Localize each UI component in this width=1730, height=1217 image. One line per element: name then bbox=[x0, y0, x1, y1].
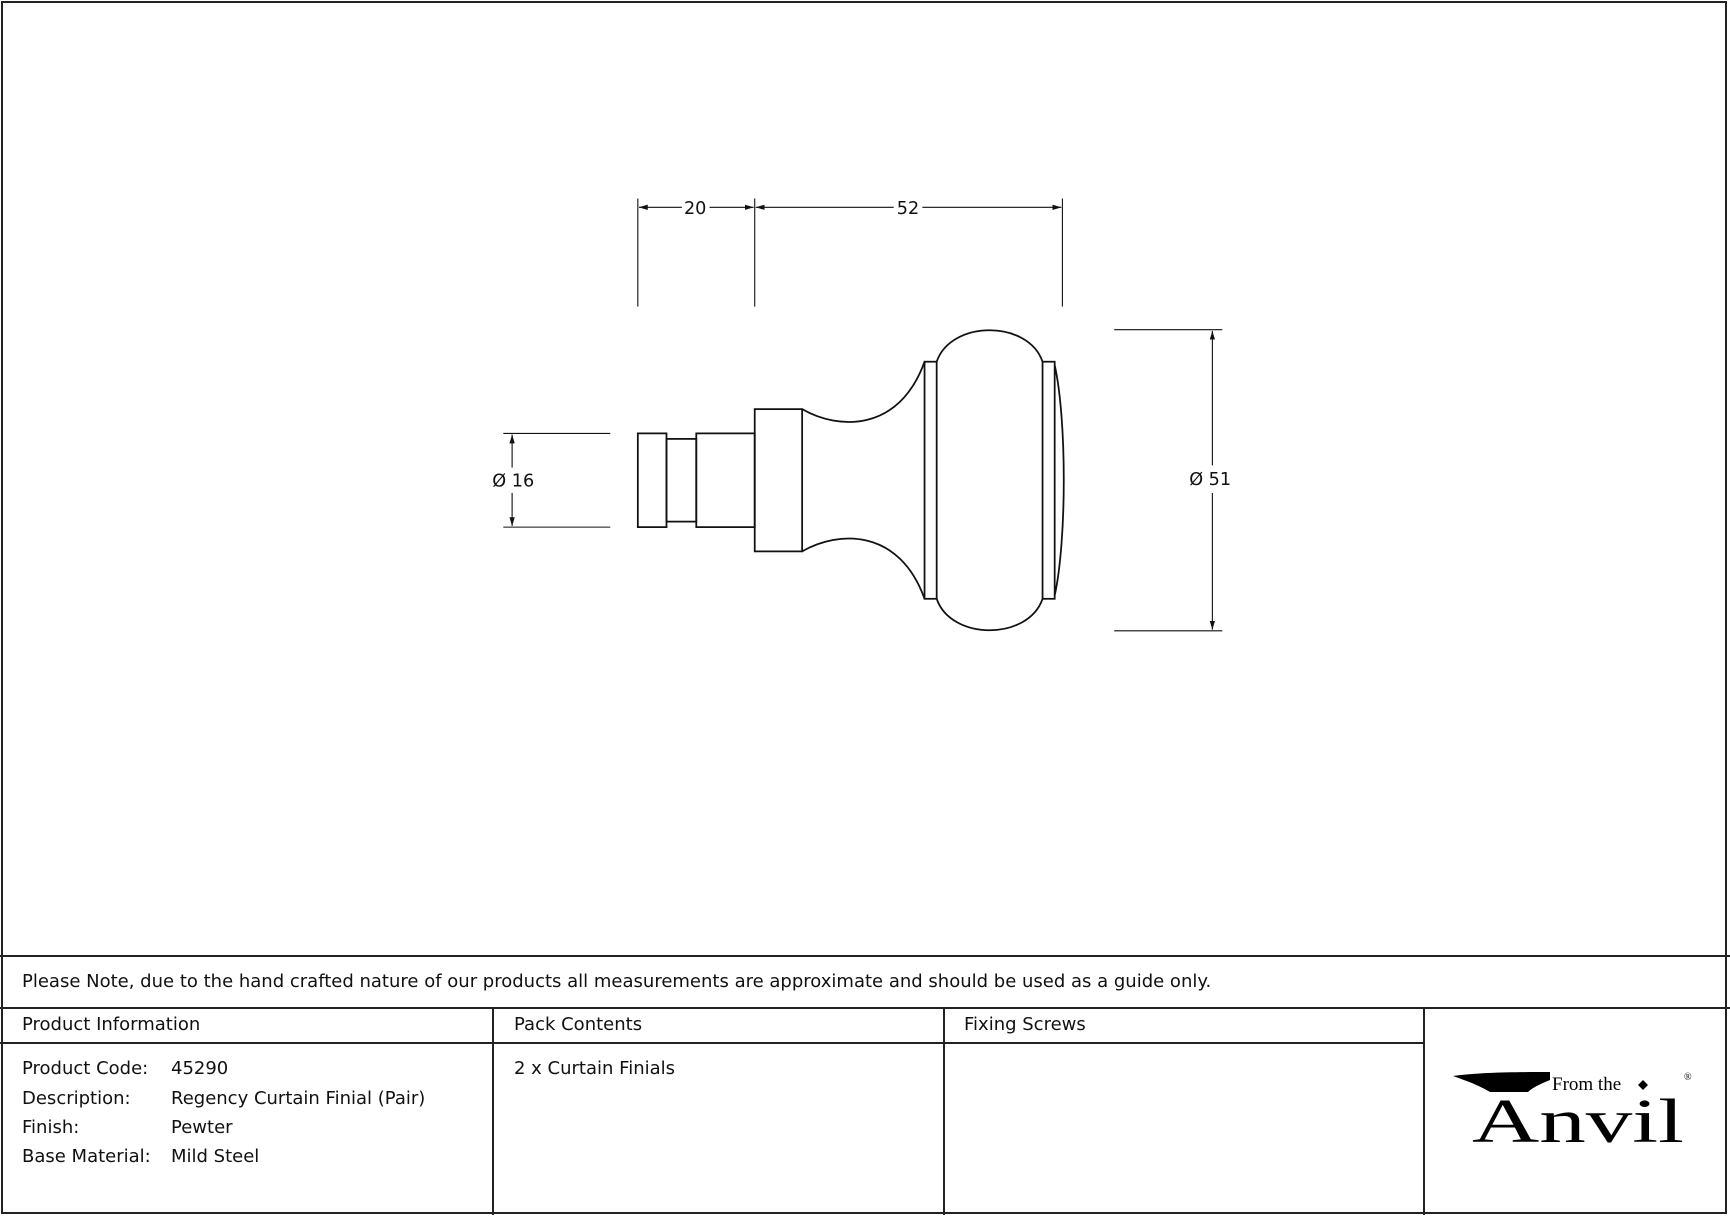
base-material-label: Base Material: bbox=[22, 1146, 151, 1167]
anvil-logo: Anvil From the ® bbox=[1453, 1072, 1692, 1150]
divider bbox=[0, 1007, 1730, 1009]
dim-head-diameter: Ø 51 bbox=[1189, 470, 1231, 490]
divider bbox=[1423, 1007, 1425, 1215]
pack-item: 2 x Curtain Finials bbox=[514, 1058, 676, 1079]
description-value: Regency Curtain Finial (Pair) bbox=[171, 1088, 426, 1109]
pack-contents-heading: Pack Contents bbox=[514, 1014, 643, 1035]
product-code-value: 45290 bbox=[171, 1058, 229, 1079]
anvil-icon bbox=[1453, 1072, 1550, 1092]
finish-label: Finish: bbox=[22, 1117, 80, 1138]
divider bbox=[0, 955, 1730, 957]
finial-outline bbox=[636, 329, 1065, 631]
logo-wordmark: Anvil bbox=[1472, 1088, 1684, 1150]
fixing-screws-heading: Fixing Screws bbox=[964, 1014, 1086, 1035]
registered-mark: ® bbox=[1684, 1072, 1692, 1083]
divider bbox=[943, 1007, 945, 1215]
dim-shank-diameter: Ø 16 bbox=[492, 471, 534, 491]
measurement-note: Please Note, due to the hand crafted nat… bbox=[22, 971, 1212, 992]
logo-tagline: From the bbox=[1552, 1074, 1621, 1095]
dim-shank-length: 20 bbox=[684, 199, 706, 219]
divider bbox=[492, 1007, 494, 1215]
base-material-value: Mild Steel bbox=[171, 1146, 260, 1167]
diamond-icon bbox=[1638, 1080, 1648, 1090]
description-label: Description: bbox=[22, 1088, 131, 1109]
technical-drawing: 20 52 Ø 16 Ø 51 bbox=[492, 198, 1231, 632]
product-info-heading: Product Information bbox=[22, 1014, 201, 1035]
divider bbox=[0, 1042, 1424, 1044]
finish-value: Pewter bbox=[171, 1117, 233, 1138]
dim-head-length: 52 bbox=[897, 199, 919, 219]
product-code-label: Product Code: bbox=[22, 1058, 149, 1079]
